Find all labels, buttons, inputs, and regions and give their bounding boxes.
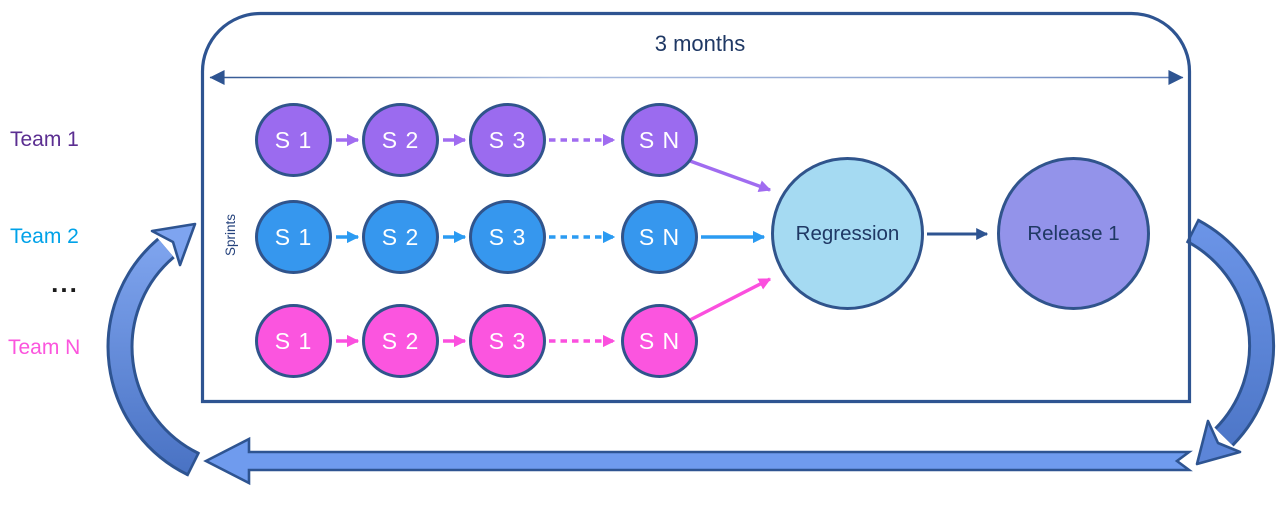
sprint-label: S N [638,327,681,354]
teamN-sprint-n-node: S N [621,304,698,378]
feedback-loop-arrow-bottom [203,436,1193,486]
release-node: Release 1 [997,157,1150,310]
sprint-label: S 3 [488,223,527,250]
sprint-box [200,11,1192,404]
teamN-sprint-2-node: S 2 [362,304,439,378]
sprint-label: S 3 [488,126,527,153]
team-2-label: Team 2 [10,225,79,248]
team1-sprint-2-node: S 2 [362,103,439,177]
regression-converge-arrows [689,159,772,322]
sprint-label: S 1 [274,327,313,354]
sprint-label: S 3 [488,327,527,354]
team2-sprint-1-node: S 1 [255,200,332,274]
sprints-axis-label: Sprints [223,213,238,257]
team1-sprint-3-node: S 3 [469,103,546,177]
timeline-title: 3 months [654,31,746,56]
regression-node: Regression [771,157,924,310]
team2-sprint-n-node: S N [621,200,698,274]
sprint-label: S 2 [381,327,420,354]
team-1-label: Team 1 [10,128,79,151]
sprint-label: S 1 [274,126,313,153]
team1-sprint-1-node: S 1 [255,103,332,177]
sprint-label: S 2 [381,126,420,153]
team2-sprint-3-node: S 3 [469,200,546,274]
teamN-sprint-1-node: S 1 [255,304,332,378]
team1-sprint-n-node: S N [621,103,698,177]
sprint-label: S N [638,126,681,153]
team-n-label: Team N [8,336,81,359]
regression-label: Regression [795,221,900,245]
sprint-label: S 2 [381,223,420,250]
feedback-loop-arrow-right [1185,218,1276,466]
sprint-label: S N [638,223,681,250]
team2-sprint-2-node: S 2 [362,200,439,274]
feedback-loop-arrow-left [106,222,201,477]
teamN-sprint-3-node: S 3 [469,304,546,378]
sprint-label: S 1 [274,223,313,250]
teams-ellipsis: ... [51,268,79,298]
release-label: Release 1 [1027,221,1120,245]
